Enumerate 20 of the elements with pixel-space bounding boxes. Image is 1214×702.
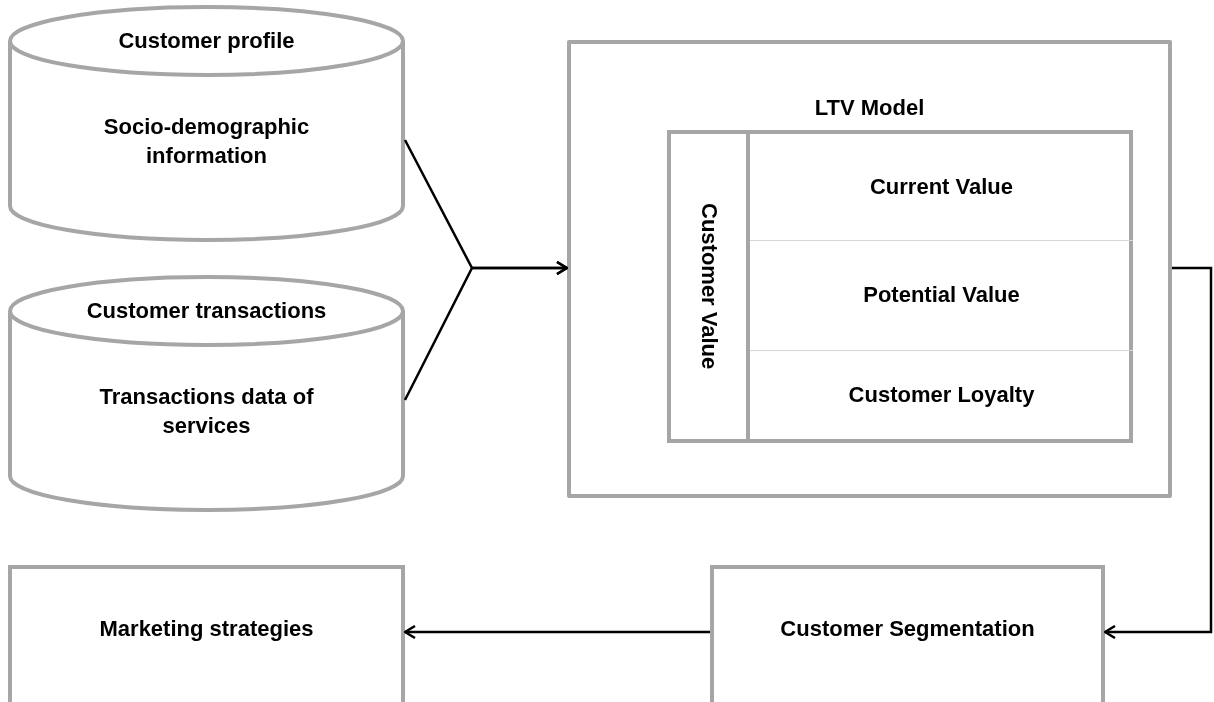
arrow — [403, 624, 710, 640]
box-label: Customer Segmentation — [780, 615, 1035, 644]
cylinder-text: Transactions data of services — [98, 382, 315, 440]
value-table — [667, 130, 1133, 443]
cylinder-title: Customer transactions — [86, 296, 327, 325]
cylinder-title: Customer profile — [118, 26, 295, 55]
row-label: Current Value — [869, 172, 1013, 201]
arrow — [403, 260, 569, 401]
database-cylinder — [8, 5, 405, 242]
row-label: Potential Value — [863, 281, 1020, 310]
process-box — [710, 565, 1105, 702]
frame-title: LTV Model — [813, 94, 926, 122]
database-cylinder — [8, 275, 405, 512]
model-frame — [567, 40, 1172, 498]
vertical-label: Customer Value — [695, 203, 722, 370]
cylinder-text: Socio-demographic information — [102, 112, 311, 170]
arrow — [1103, 266, 1213, 640]
box-label: Marketing strategies — [99, 615, 314, 644]
row-label: Customer Loyalty — [848, 380, 1035, 409]
process-box — [8, 565, 405, 702]
